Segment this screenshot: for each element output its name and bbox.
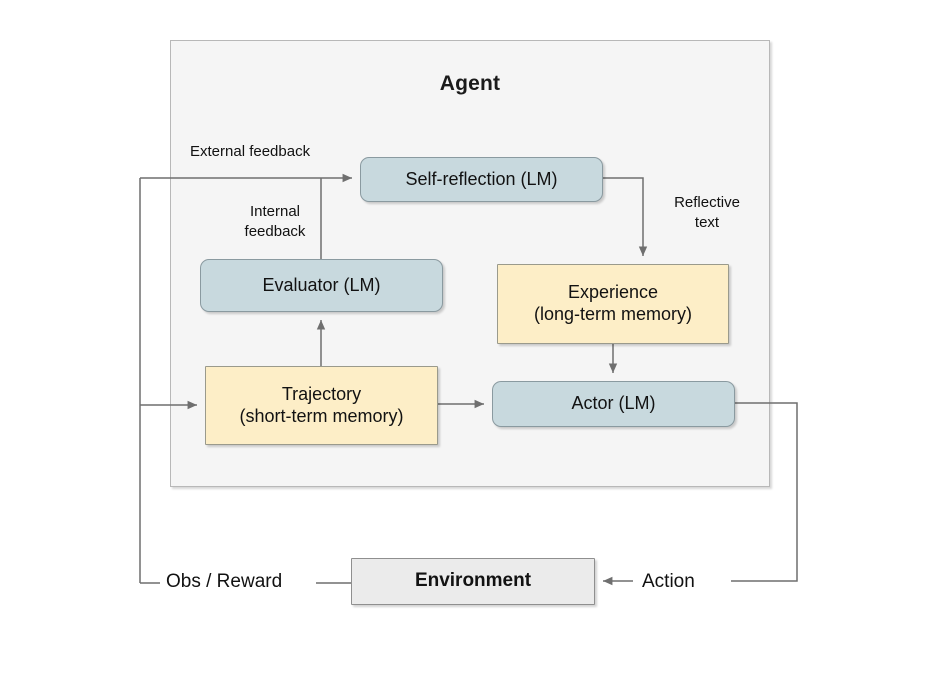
edge-label-reflective-text: Reflective text [674,194,740,232]
node-experience-sublabel: (long-term memory) [533,304,693,324]
node-experience-text: Experience (long-term memory) [534,282,692,325]
node-evaluator-label: Evaluator (LM) [262,274,381,295]
agent-title: Agent [439,72,501,95]
node-environment[interactable]: Environment [351,558,595,605]
edge-label-action: Action [642,571,695,592]
node-experience[interactable]: Experience (long-term memory) [497,264,729,344]
edge-label-internal-feedback: Internal feedback [244,203,306,241]
edge-label-obs-reward: Obs / Reward [166,571,283,592]
node-environment-label: Environment [414,570,532,592]
node-trajectory-label: Trajectory [281,383,362,404]
node-trajectory-sublabel: (short-term memory) [239,405,404,426]
edge-label-external-feedback: External feedback [190,143,311,160]
node-self-reflection[interactable]: Self-reflection (LM) [360,157,603,202]
node-self-reflection-label: Self-reflection (LM) [405,168,558,189]
node-trajectory-text: Trajectory (short-term memory) [239,384,403,427]
node-experience-label: Experience [567,282,659,303]
node-evaluator[interactable]: Evaluator (LM) [200,259,443,312]
node-trajectory[interactable]: Trajectory (short-term memory) [205,366,438,445]
node-actor[interactable]: Actor (LM) [492,381,735,427]
node-actor-label: Actor (LM) [571,393,656,414]
